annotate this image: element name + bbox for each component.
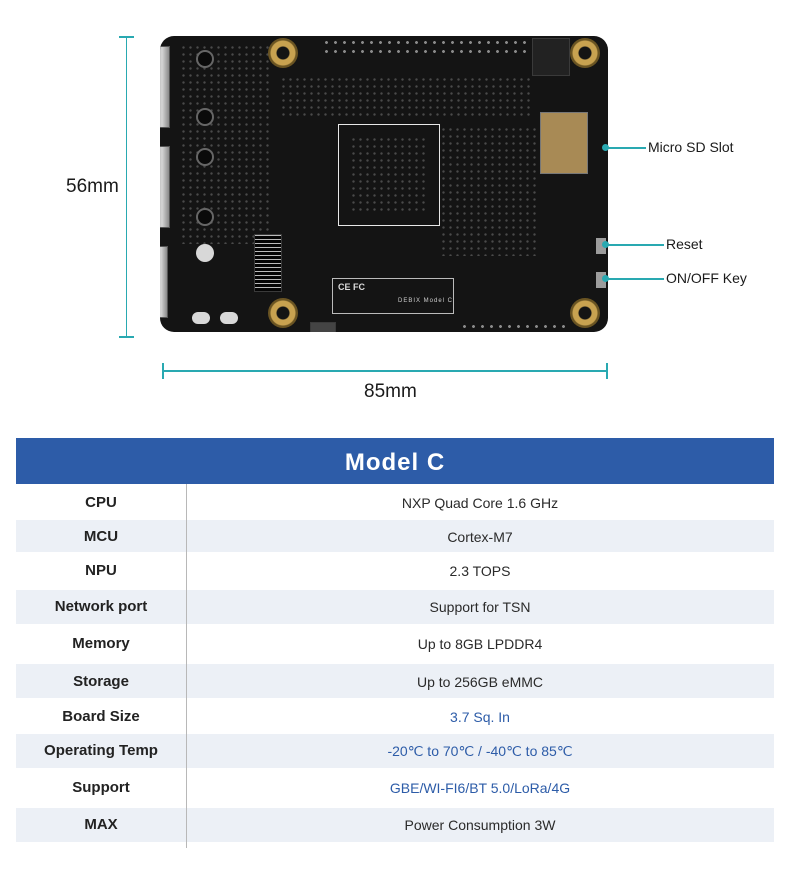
board-image: CE FC DEBIX Model C xyxy=(160,36,608,332)
callout-dot xyxy=(602,241,609,248)
gpio-header xyxy=(322,38,532,58)
ethernet-port xyxy=(160,246,168,318)
spec-value: GBE/WI-FI6/BT 5.0/LoRa/4G xyxy=(389,780,571,796)
width-dimension-label: 85mm xyxy=(364,381,417,402)
spec-key: MAX xyxy=(84,816,118,833)
spec-value: Cortex-M7 xyxy=(447,529,513,545)
height-dimension-label: 56mm xyxy=(66,176,119,197)
spec-key: Network port xyxy=(54,598,148,615)
spec-value: 2.3 TOPS xyxy=(449,563,511,579)
component xyxy=(196,108,214,126)
callout-dot xyxy=(602,275,609,282)
spec-key: Memory xyxy=(72,635,130,652)
table-row: Storage Up to 256GB eMMC xyxy=(16,664,774,698)
width-dimension-line xyxy=(162,363,608,379)
component xyxy=(220,312,238,324)
mounting-hole xyxy=(268,38,298,68)
audio-jack xyxy=(310,322,336,332)
component xyxy=(196,208,214,226)
certification-mark: CE FC xyxy=(332,278,454,314)
spec-value: NXP Quad Core 1.6 GHz xyxy=(401,495,559,511)
spec-value: Power Consumption 3W xyxy=(404,817,556,833)
usb-port xyxy=(160,46,170,128)
spec-value: 3.7 Sq. In xyxy=(450,709,510,725)
mounting-hole xyxy=(570,298,600,328)
smd-field-left xyxy=(180,44,270,244)
table-row: Memory Up to 8GB LPDDR4 xyxy=(16,624,774,664)
soc-pads xyxy=(350,136,428,214)
callout-dot xyxy=(602,144,609,151)
smd-field-right xyxy=(440,126,540,256)
column-divider xyxy=(186,484,187,848)
mounting-hole xyxy=(570,38,600,68)
spec-value: -20℃ to 70℃ / -40℃ to 85℃ xyxy=(387,743,573,759)
spec-key: MCU xyxy=(83,528,119,545)
spec-key: Support xyxy=(72,779,130,796)
bottom-connector xyxy=(460,322,570,332)
height-dimension-line xyxy=(119,36,134,338)
component xyxy=(196,148,214,166)
callout-micro-sd: Micro SD Slot xyxy=(648,139,734,155)
board-figure: 56mm 85mm xyxy=(0,0,790,420)
callout-line xyxy=(606,147,646,149)
component xyxy=(196,50,214,68)
reset-button xyxy=(596,238,606,254)
cert-text: CE FC xyxy=(338,282,365,292)
micro-sd-slot xyxy=(540,112,588,174)
spec-value: Up to 8GB LPDDR4 xyxy=(417,636,543,652)
callout-line xyxy=(606,278,664,280)
table-row: Operating Temp -20℃ to 70℃ / -40℃ to 85℃ xyxy=(16,734,774,768)
table-row: NPU 2.3 TOPS xyxy=(16,552,774,590)
soc-outline xyxy=(338,124,440,226)
table-row: Support GBE/WI-FI6/BT 5.0/LoRa/4G xyxy=(16,768,774,808)
spec-key: Board Size xyxy=(62,708,140,725)
table-row: Network port Support for TSN xyxy=(16,590,774,624)
smd-field-top xyxy=(280,76,530,116)
table-row: Board Size 3.7 Sq. In xyxy=(16,698,774,734)
mounting-hole xyxy=(268,298,298,328)
board-silkscreen-label: DEBIX Model C xyxy=(398,298,454,304)
callout-reset: Reset xyxy=(666,236,703,252)
connector xyxy=(532,38,570,76)
callout-on-off-key: ON/OFF Key xyxy=(666,270,747,286)
spec-key: CPU xyxy=(85,494,117,511)
hdmi-port xyxy=(160,146,170,228)
spec-value: Up to 256GB eMMC xyxy=(416,674,544,690)
table-row: CPU NXP Quad Core 1.6 GHz xyxy=(16,484,774,520)
spec-value: Support for TSN xyxy=(429,599,531,615)
callout-line xyxy=(606,244,664,246)
spec-key: Operating Temp xyxy=(44,742,158,759)
spec-key: Storage xyxy=(73,673,129,690)
spec-table: Model C CPU NXP Quad Core 1.6 GHz MCU Co… xyxy=(16,438,774,848)
spec-table-title: Model C xyxy=(16,438,774,484)
component xyxy=(192,312,210,324)
table-row: MCU Cortex-M7 xyxy=(16,520,774,552)
table-row: MAX Power Consumption 3W xyxy=(16,808,774,842)
component xyxy=(196,244,214,262)
spec-key: NPU xyxy=(85,562,117,579)
power-button xyxy=(596,272,606,288)
ic-chip xyxy=(254,234,282,292)
